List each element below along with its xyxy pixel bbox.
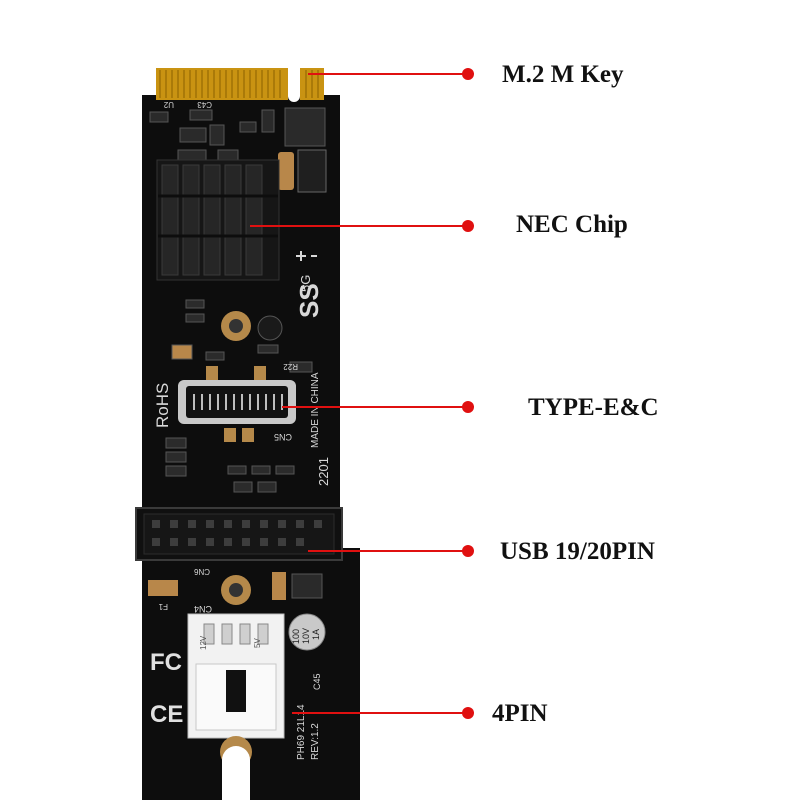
nec-chip-heatsink bbox=[156, 159, 280, 281]
callout-line-4pin bbox=[292, 712, 468, 714]
svg-text:10V: 10V bbox=[301, 628, 311, 644]
pin-5v-mark: 5V bbox=[253, 638, 262, 648]
cn6-mark: CN6 bbox=[193, 567, 210, 576]
label-type-e: TYPE-E&C bbox=[528, 394, 659, 421]
type-e-connector bbox=[178, 366, 296, 442]
label-4pin: 4PIN bbox=[492, 700, 548, 727]
label-m2-key: M.2 M Key bbox=[502, 61, 624, 88]
svg-text:1A: 1A bbox=[311, 629, 321, 640]
callout-dot-m2 bbox=[462, 68, 474, 80]
svg-text:FC: FC bbox=[150, 649, 182, 676]
callout-dot-usb bbox=[462, 545, 474, 557]
pin-12v-mark: 12V bbox=[199, 635, 208, 650]
ss-mark: SS bbox=[294, 283, 324, 318]
callout-dot-type-e bbox=[462, 401, 474, 413]
svg-text:100: 100 bbox=[291, 629, 301, 644]
revision-mark: REV:1.2 bbox=[310, 723, 321, 760]
usb-ss-logo-icon: SS 5G bbox=[294, 275, 324, 318]
callout-line-type-e bbox=[282, 406, 468, 408]
four-pin-connector bbox=[187, 613, 285, 739]
f1-mark: F1 bbox=[158, 602, 168, 611]
callout-dot-nec bbox=[462, 220, 474, 232]
date-code: 2201 bbox=[316, 457, 331, 486]
c43-mark: C43 bbox=[197, 100, 212, 109]
label-usb-header: USB 19/20PIN bbox=[500, 538, 655, 565]
fcc-logo-icon: FC bbox=[150, 649, 182, 676]
callout-line-m2 bbox=[308, 73, 468, 75]
gold-finger-connector bbox=[156, 68, 324, 102]
cn5-mark: CN5 bbox=[274, 432, 292, 442]
electrolytic-capacitor: 100 10V 1A bbox=[288, 613, 326, 651]
screw-hole-icon bbox=[221, 311, 251, 341]
usb-20pin-header bbox=[135, 507, 343, 561]
c45-mark: C45 bbox=[312, 673, 322, 690]
made-in-china-mark: MADE IN CHINA bbox=[310, 372, 321, 448]
smd-components-top bbox=[149, 107, 326, 163]
svg-text:CE: CE bbox=[150, 701, 183, 728]
callout-dot-4pin bbox=[462, 707, 474, 719]
five-g-mark: 5G bbox=[298, 275, 313, 292]
rohs-mark: RoHS bbox=[153, 383, 172, 428]
ce-logo-icon: CE bbox=[150, 701, 183, 728]
callout-line-nec bbox=[250, 225, 468, 227]
screw-hole-lower bbox=[221, 575, 251, 605]
part-number-mark: PH69 21L14 bbox=[296, 704, 307, 760]
callout-line-usb bbox=[308, 550, 468, 552]
r22-mark: R22 bbox=[283, 362, 298, 371]
u2-mark: U2 bbox=[163, 100, 174, 109]
cn4-mark: CN4 bbox=[194, 604, 212, 614]
power-ic bbox=[297, 149, 327, 193]
label-nec-chip: NEC Chip bbox=[516, 211, 628, 238]
